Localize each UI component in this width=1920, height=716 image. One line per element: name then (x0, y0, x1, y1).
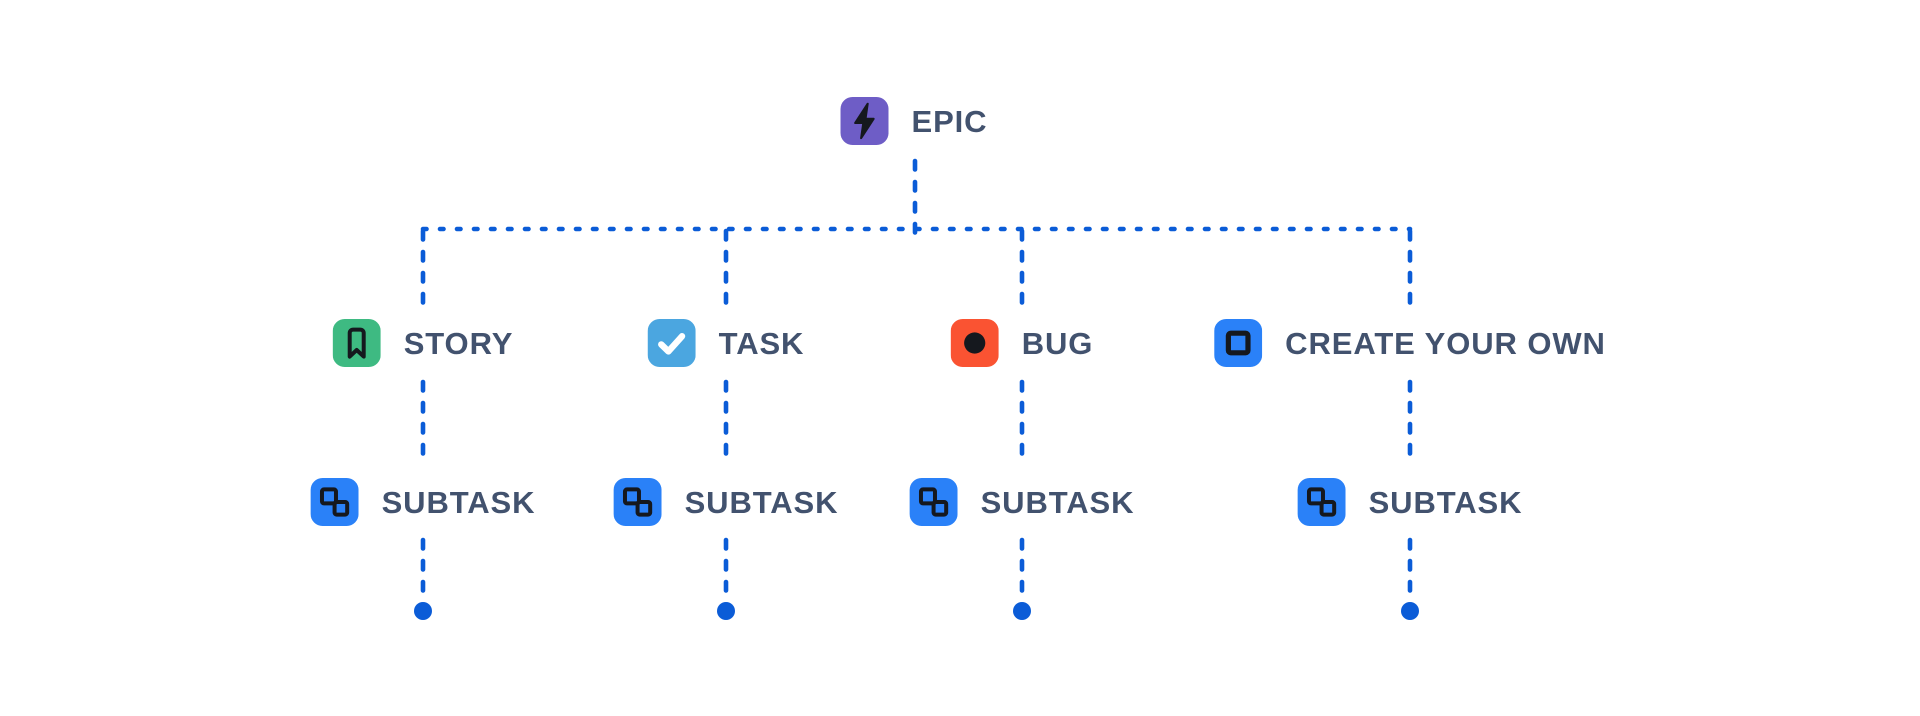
story-node: STORY (332, 319, 514, 367)
filled-circle-icon (950, 319, 999, 367)
subtask-label: SUBTASK (980, 484, 1135, 520)
story-label: STORY (403, 325, 514, 361)
subtask-node: SUBTASK (1297, 478, 1523, 526)
epic-label: EPIC (911, 103, 988, 139)
story-end-dot (414, 602, 432, 620)
linked-squares-icon (909, 478, 958, 526)
square-outline-icon (1214, 319, 1263, 367)
subtask-node: SUBTASK (909, 478, 1135, 526)
create-your-own-node: CREATE YOUR OWN (1214, 319, 1606, 367)
bug-end-dot (1013, 602, 1031, 620)
lightning-bolt-icon (840, 97, 889, 145)
subtask-label: SUBTASK (381, 484, 536, 520)
create-your-own-end-dot (1401, 602, 1419, 620)
task-node: TASK (647, 319, 805, 367)
task-label: TASK (718, 325, 805, 361)
subtask-label: SUBTASK (684, 484, 839, 520)
bug-label: BUG (1021, 325, 1094, 361)
bookmark-icon (332, 319, 381, 367)
linked-squares-icon (1297, 478, 1346, 526)
subtask-node: SUBTASK (310, 478, 536, 526)
linked-squares-icon (613, 478, 662, 526)
subtask-node: SUBTASK (613, 478, 839, 526)
epic-node: EPIC (840, 97, 988, 145)
bug-node: BUG (950, 319, 1094, 367)
task-end-dot (717, 602, 735, 620)
create-your-own-label: CREATE YOUR OWN (1285, 325, 1606, 361)
linked-squares-icon (310, 478, 359, 526)
checkmark-icon (647, 319, 696, 367)
subtask-label: SUBTASK (1368, 484, 1523, 520)
